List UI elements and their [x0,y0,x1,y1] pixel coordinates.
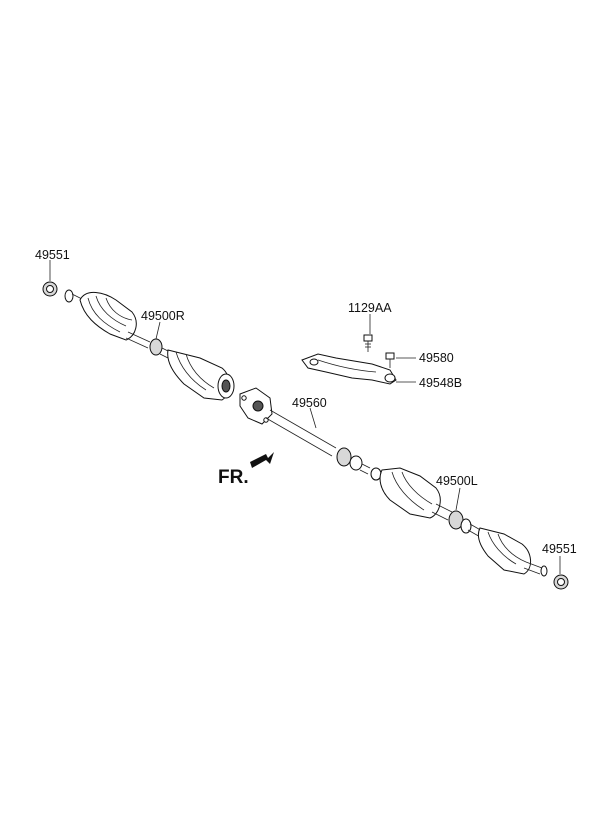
nut-left [42,281,58,297]
label-bolt-right: 49580 [419,351,454,365]
front-label: FR. [218,467,249,488]
leader-shaft-left [455,487,461,511]
label-shaft-left: 49500L [436,474,478,488]
label-intermediate-shaft: 49560 [292,396,327,410]
bolt-1129aa [363,334,373,352]
label-shaft-right: 49500R [141,309,185,323]
front-direction-marker: FR. [218,452,274,488]
drive-shaft-left [370,467,548,577]
intermediate-shaft [239,387,371,475]
front-arrow-icon [250,452,274,468]
drive-shaft-right [64,289,235,401]
label-bracket: 49548B [419,376,462,390]
label-nut-left: 49551 [35,248,70,262]
nut-right [553,574,569,590]
label-bolt-top: 1129AA [348,301,392,315]
leader-shaft-right [155,321,161,340]
leader-intermediate-shaft [309,407,317,429]
label-nut-right: 49551 [542,542,577,556]
bolt-49580 [385,352,395,368]
bracket [301,353,397,385]
